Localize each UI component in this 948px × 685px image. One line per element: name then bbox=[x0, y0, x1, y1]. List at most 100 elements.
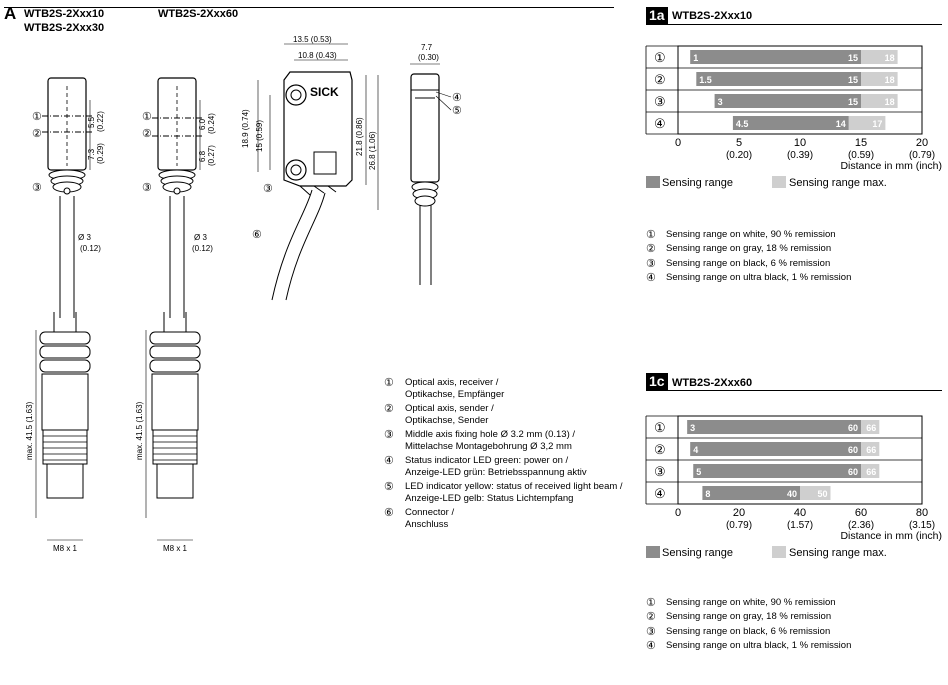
dim-10-8: 10.8 (0.43) bbox=[298, 51, 337, 60]
marker-3b: ③ bbox=[142, 182, 152, 194]
note-number: ④ bbox=[646, 272, 656, 285]
legend-text: LED indicator yellow: status of received… bbox=[405, 481, 623, 492]
section-label: A bbox=[4, 4, 17, 23]
category-label: ④ bbox=[654, 486, 666, 501]
legend-text: Status indicator LED green: power on / bbox=[405, 455, 569, 466]
x-tick-label: 40 bbox=[794, 507, 806, 519]
note-text: Sensing range on white, 90 % remission bbox=[666, 229, 836, 240]
dimension-drawing: 5.5 (0.22) 7.3 (0.29) ① ② ③ Ø 3 (0.12) 6… bbox=[25, 35, 462, 553]
bar-max-label: 17 bbox=[872, 119, 882, 129]
bar-max-label: 18 bbox=[885, 97, 895, 107]
category-label: ② bbox=[654, 72, 666, 87]
marker-3c: ③ bbox=[263, 183, 273, 195]
note-text: Sensing range on gray, 18 % remission bbox=[666, 243, 832, 255]
dim-26-8: 26.8 (1.06) bbox=[368, 131, 377, 170]
bar-sensing-range-max bbox=[861, 420, 880, 434]
marker-2b: ② bbox=[142, 128, 152, 140]
legend-number: ⑥ bbox=[384, 507, 394, 519]
chart-title-1a: WTB2S-2Xxx10 bbox=[672, 10, 753, 22]
dim-21-8: 21.8 (0.86) bbox=[355, 117, 364, 156]
bar-sensing-range-max bbox=[861, 94, 898, 108]
marker-5: ⑤ bbox=[452, 105, 462, 117]
bar-end-label: 15 bbox=[848, 53, 858, 63]
legend-text: Anzeige-LED gelb: Status Lichtempfang bbox=[405, 493, 574, 504]
legend-text: Optical axis, sender / bbox=[405, 403, 494, 414]
note-text: Sensing range on white, 90 % remission bbox=[666, 597, 836, 608]
x-tick-inch-label: (3.15) bbox=[909, 520, 935, 531]
note-number: ③ bbox=[646, 257, 656, 270]
cable-dia-a-inch: (0.12) bbox=[80, 244, 101, 253]
header-rule bbox=[4, 7, 614, 8]
legend-swatch-max bbox=[772, 546, 786, 558]
legend-swatch-range bbox=[646, 176, 660, 188]
legend-text: Middle axis fixing hole Ø 3.2 mm (0.13) … bbox=[405, 429, 576, 440]
marker-3: ③ bbox=[32, 182, 42, 194]
x-tick-inch-label: (0.79) bbox=[909, 150, 935, 161]
model-label-b: WTB2S-2Xxx30 bbox=[24, 22, 105, 34]
x-tick-inch-label: (0.59) bbox=[848, 150, 874, 161]
legend-text: Anzeige-LED grün: Betriebsspannung aktiv bbox=[405, 467, 587, 478]
dim-7-7-inch: (0.30) bbox=[418, 53, 439, 62]
bar-sensing-range bbox=[696, 72, 861, 86]
legend-text: Optikachse, Empfänger bbox=[405, 389, 505, 400]
x-tick-label: 20 bbox=[916, 137, 928, 149]
model-label-c: WTB2S-2Xxx60 bbox=[158, 8, 239, 20]
bar-sensing-range bbox=[702, 486, 800, 500]
category-label: ③ bbox=[654, 464, 666, 479]
chart-rule-1c bbox=[646, 390, 942, 391]
marker-1: ① bbox=[32, 111, 42, 123]
x-tick-label: 60 bbox=[855, 507, 867, 519]
bar-sensing-range-max bbox=[861, 72, 898, 86]
legend-label-max: Sensing range max. bbox=[789, 177, 887, 189]
x-tick-inch-label: (0.39) bbox=[787, 150, 813, 161]
bar-start-label: 4.5 bbox=[736, 119, 749, 129]
max-length-a: max. 41.5 (1.63) bbox=[25, 401, 34, 460]
dim-7-7: 7.7 bbox=[421, 43, 433, 52]
bar-max-label: 18 bbox=[885, 53, 895, 63]
legend-label-range: Sensing range bbox=[662, 177, 733, 189]
bar-end-label: 60 bbox=[848, 423, 858, 433]
x-tick-inch-label: (0.20) bbox=[726, 150, 752, 161]
x-tick-label: 0 bbox=[675, 507, 681, 519]
x-tick-label: 80 bbox=[916, 507, 928, 519]
bar-sensing-range bbox=[732, 116, 849, 130]
bar-max-label: 66 bbox=[866, 467, 876, 477]
legend-text: Mittelachse Montagebohrung Ø 3,2 mm bbox=[405, 441, 572, 452]
legend-text: Anschluss bbox=[405, 519, 449, 530]
category-label: ① bbox=[654, 420, 666, 435]
model-label-a: WTB2S-2Xxx10 bbox=[24, 8, 105, 20]
x-tick-label: 0 bbox=[675, 137, 681, 149]
bar-end-label: 60 bbox=[848, 445, 858, 455]
bar-start-label: 1.5 bbox=[699, 75, 712, 85]
x-tick-label: 15 bbox=[855, 137, 867, 149]
bar-sensing-range bbox=[687, 420, 861, 434]
note-number: ② bbox=[646, 243, 656, 256]
dim-15: 15 (0.59) bbox=[255, 120, 264, 152]
dim-7-3-inch: (0.29) bbox=[96, 143, 105, 164]
legend-number: ① bbox=[384, 377, 394, 389]
thread-a: M8 x 1 bbox=[53, 544, 78, 553]
note-item: ① Sensing range on white, 90 % remission bbox=[646, 228, 851, 242]
bar-start-label: 4 bbox=[693, 445, 698, 455]
cable-dia-b-inch: (0.12) bbox=[192, 244, 213, 253]
category-label: ② bbox=[654, 442, 666, 457]
bar-end-label: 15 bbox=[848, 75, 858, 85]
dim-6-8-inch: (0.27) bbox=[207, 145, 216, 166]
dim-5-5-inch: (0.22) bbox=[96, 111, 105, 132]
note-number: ① bbox=[646, 229, 656, 241]
dim-6-0: 6.0 bbox=[198, 118, 207, 130]
bar-max-label: 18 bbox=[885, 75, 895, 85]
x-axis-label: Distance in mm (inch) bbox=[840, 530, 942, 542]
